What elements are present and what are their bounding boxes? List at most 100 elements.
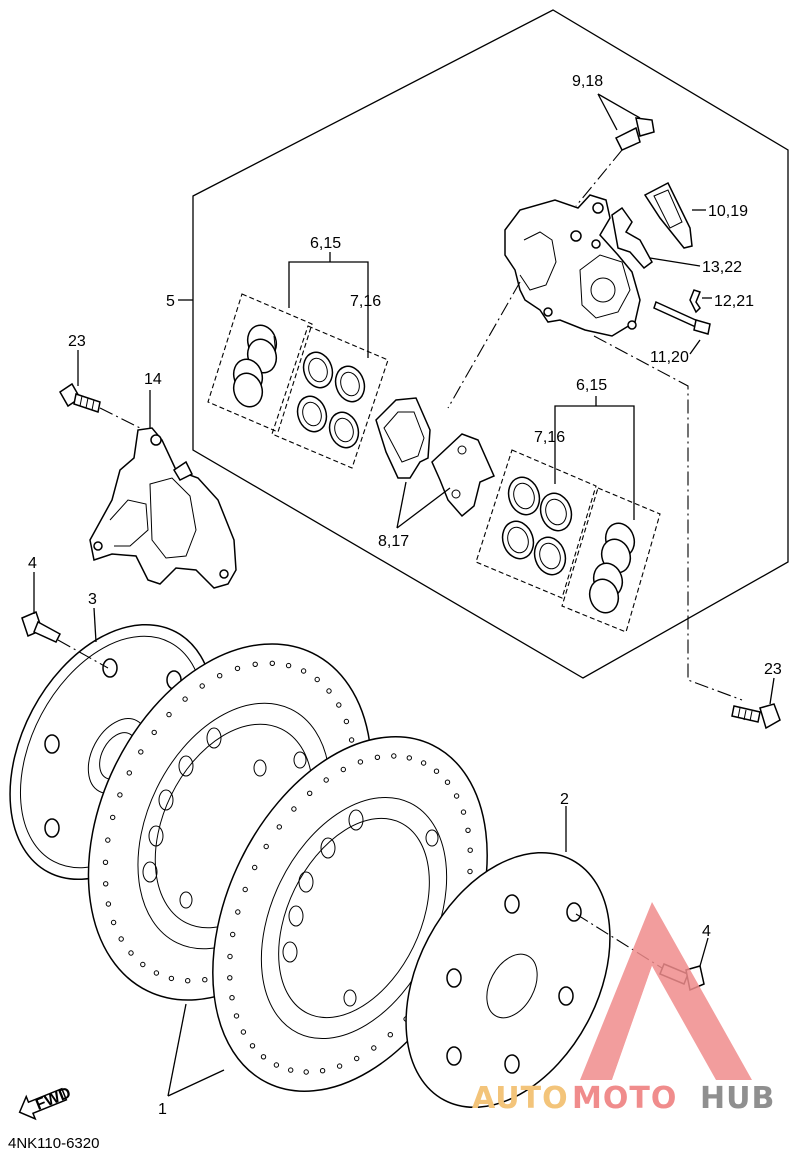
label-10-19: 10,19 — [708, 203, 748, 220]
vent-hole — [288, 1067, 294, 1073]
vent-hole — [467, 868, 473, 875]
vent-hole — [234, 665, 241, 672]
vent-hole — [230, 931, 236, 938]
caliper-bolt-right — [731, 703, 781, 730]
right-caliper — [504, 194, 641, 337]
vent-hole — [102, 859, 109, 865]
vent-hole — [354, 1055, 360, 1062]
vent-hole — [202, 977, 208, 983]
brake-pad-left — [375, 397, 431, 479]
vent-hole — [269, 660, 275, 666]
vent-hole — [314, 676, 320, 683]
vent-hole — [276, 824, 282, 830]
vent-hole — [185, 978, 191, 984]
vent-hole — [217, 673, 223, 679]
vent-hole — [235, 909, 241, 915]
label-23-lower: 23 — [764, 661, 782, 678]
vent-hole — [285, 662, 292, 669]
vent-hole — [444, 779, 451, 785]
watermark-part2: MOTO — [572, 1081, 677, 1116]
vent-hole — [391, 753, 397, 759]
vent-hole — [273, 1062, 280, 1068]
vent-hole — [291, 806, 297, 812]
vent-hole — [105, 901, 112, 907]
label-6-15-lower: 6,15 — [576, 377, 607, 394]
label-2: 2 — [560, 791, 569, 808]
label-11-20: 11,20 — [650, 349, 689, 366]
vent-hole — [357, 759, 364, 765]
caliper-assembly-outline — [192, 9, 789, 679]
seals-upper — [271, 325, 389, 469]
bleed-screw — [614, 117, 655, 151]
diagram-code: 4NK110-6320 — [8, 1135, 99, 1152]
label-7-16-lower: 7,16 — [534, 429, 565, 446]
vent-hole — [307, 790, 313, 796]
vent-hole — [319, 1068, 326, 1074]
forward-arrow-icon: FWD — [18, 1084, 73, 1121]
vent-hole — [229, 995, 235, 1001]
vent-hole — [348, 737, 355, 743]
pistons-lower — [561, 487, 661, 633]
vent-hole — [233, 1013, 240, 1019]
vent-hole — [336, 702, 342, 708]
label-4-left: 4 — [28, 555, 37, 572]
vent-hole — [467, 847, 473, 853]
label-5: 5 — [166, 293, 175, 310]
label-14: 14 — [144, 371, 162, 388]
pad-pin — [653, 300, 711, 335]
vent-hole — [323, 777, 329, 783]
watermark-part1: AUTO — [472, 1081, 569, 1116]
vent-hole — [465, 827, 471, 833]
vent-hole — [249, 1043, 256, 1049]
label-9-18: 9,18 — [572, 73, 603, 90]
pad-spring — [643, 181, 693, 249]
caliper-bolt-left — [59, 382, 101, 413]
label-4-right: 4 — [702, 923, 711, 940]
vent-hole — [406, 755, 412, 761]
vent-hole — [199, 683, 205, 689]
pistons-upper — [207, 293, 313, 433]
watermark-part3: HUB — [700, 1081, 775, 1116]
vent-hole — [343, 718, 350, 725]
vent-hole — [387, 1032, 393, 1038]
vent-hole — [433, 768, 440, 774]
watermark-logo — [580, 902, 752, 1080]
label-1: 1 — [158, 1101, 167, 1118]
vent-hole — [166, 711, 172, 718]
vent-hole — [263, 843, 269, 850]
vent-hole — [453, 793, 460, 799]
label-23-upper: 23 — [68, 333, 86, 350]
vent-hole — [140, 961, 146, 968]
vent-hole — [420, 760, 427, 766]
vent-hole — [151, 729, 157, 736]
vent-hole — [326, 688, 332, 694]
vent-hole — [138, 749, 144, 755]
vent-hole — [110, 919, 117, 926]
vent-hole — [252, 661, 258, 667]
vent-hole — [182, 696, 188, 702]
vent-hole — [118, 936, 124, 942]
vent-hole — [371, 1045, 377, 1051]
vent-hole — [227, 953, 233, 960]
vent-hole — [105, 837, 111, 843]
vent-hole — [336, 1063, 343, 1069]
label-12-21: 12,21 — [714, 293, 754, 310]
vent-hole — [303, 1069, 309, 1075]
pin-clip — [689, 289, 701, 314]
vent-hole — [126, 770, 133, 776]
label-8-17: 8,17 — [378, 533, 409, 550]
vent-hole — [374, 754, 381, 760]
brake-pad-right — [431, 433, 495, 518]
vent-hole — [103, 881, 109, 887]
disc-hub-right — [405, 851, 611, 1109]
label-6-15-upper: 6,15 — [310, 235, 341, 252]
label-3: 3 — [88, 591, 97, 608]
vent-hole — [300, 668, 307, 674]
vent-hole — [153, 970, 160, 976]
vent-hole — [340, 766, 346, 773]
vent-hole — [168, 975, 175, 982]
vent-hole — [460, 809, 467, 815]
vent-hole — [227, 975, 233, 981]
vent-hole — [252, 864, 258, 871]
